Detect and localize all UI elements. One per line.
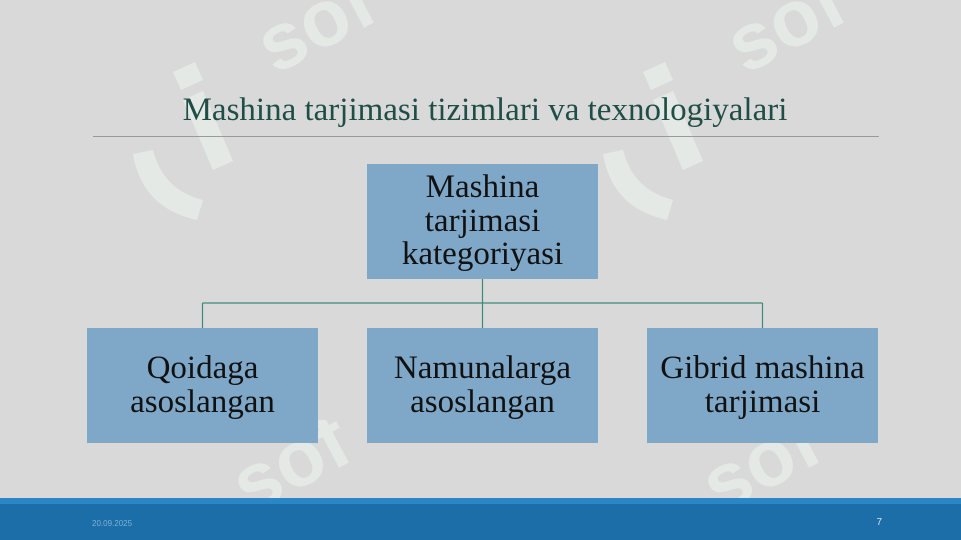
- diagram-child-label: Gibrid mashina tarjimasi: [660, 349, 865, 420]
- footer-date: 20.09.2025: [92, 519, 133, 528]
- footer-band-highlight: [0, 498, 961, 504]
- diagram-root-node: Mashina tarjimasi kategoriyasi: [367, 164, 598, 279]
- diagram-child-node-hybrid: Gibrid mashina tarjimasi: [647, 328, 878, 443]
- title-divider: [93, 136, 879, 137]
- diagram-child-label: Namunalarga asoslangan: [393, 349, 572, 420]
- diagram-child-node-example-based: Namunalarga asoslangan: [367, 328, 598, 443]
- diagram-child-label: Qoidaga asoslangan: [130, 349, 275, 420]
- footer-band: [0, 498, 961, 540]
- diagram-child-node-rule-based: Qoidaga asoslangan: [87, 328, 318, 443]
- diagram-root-label: Mashina tarjimasi kategoriyasi: [401, 169, 564, 273]
- slide-number: 7: [876, 517, 882, 528]
- slide-title: Mashina tarjimasi tizimlari va texnologi…: [182, 92, 788, 128]
